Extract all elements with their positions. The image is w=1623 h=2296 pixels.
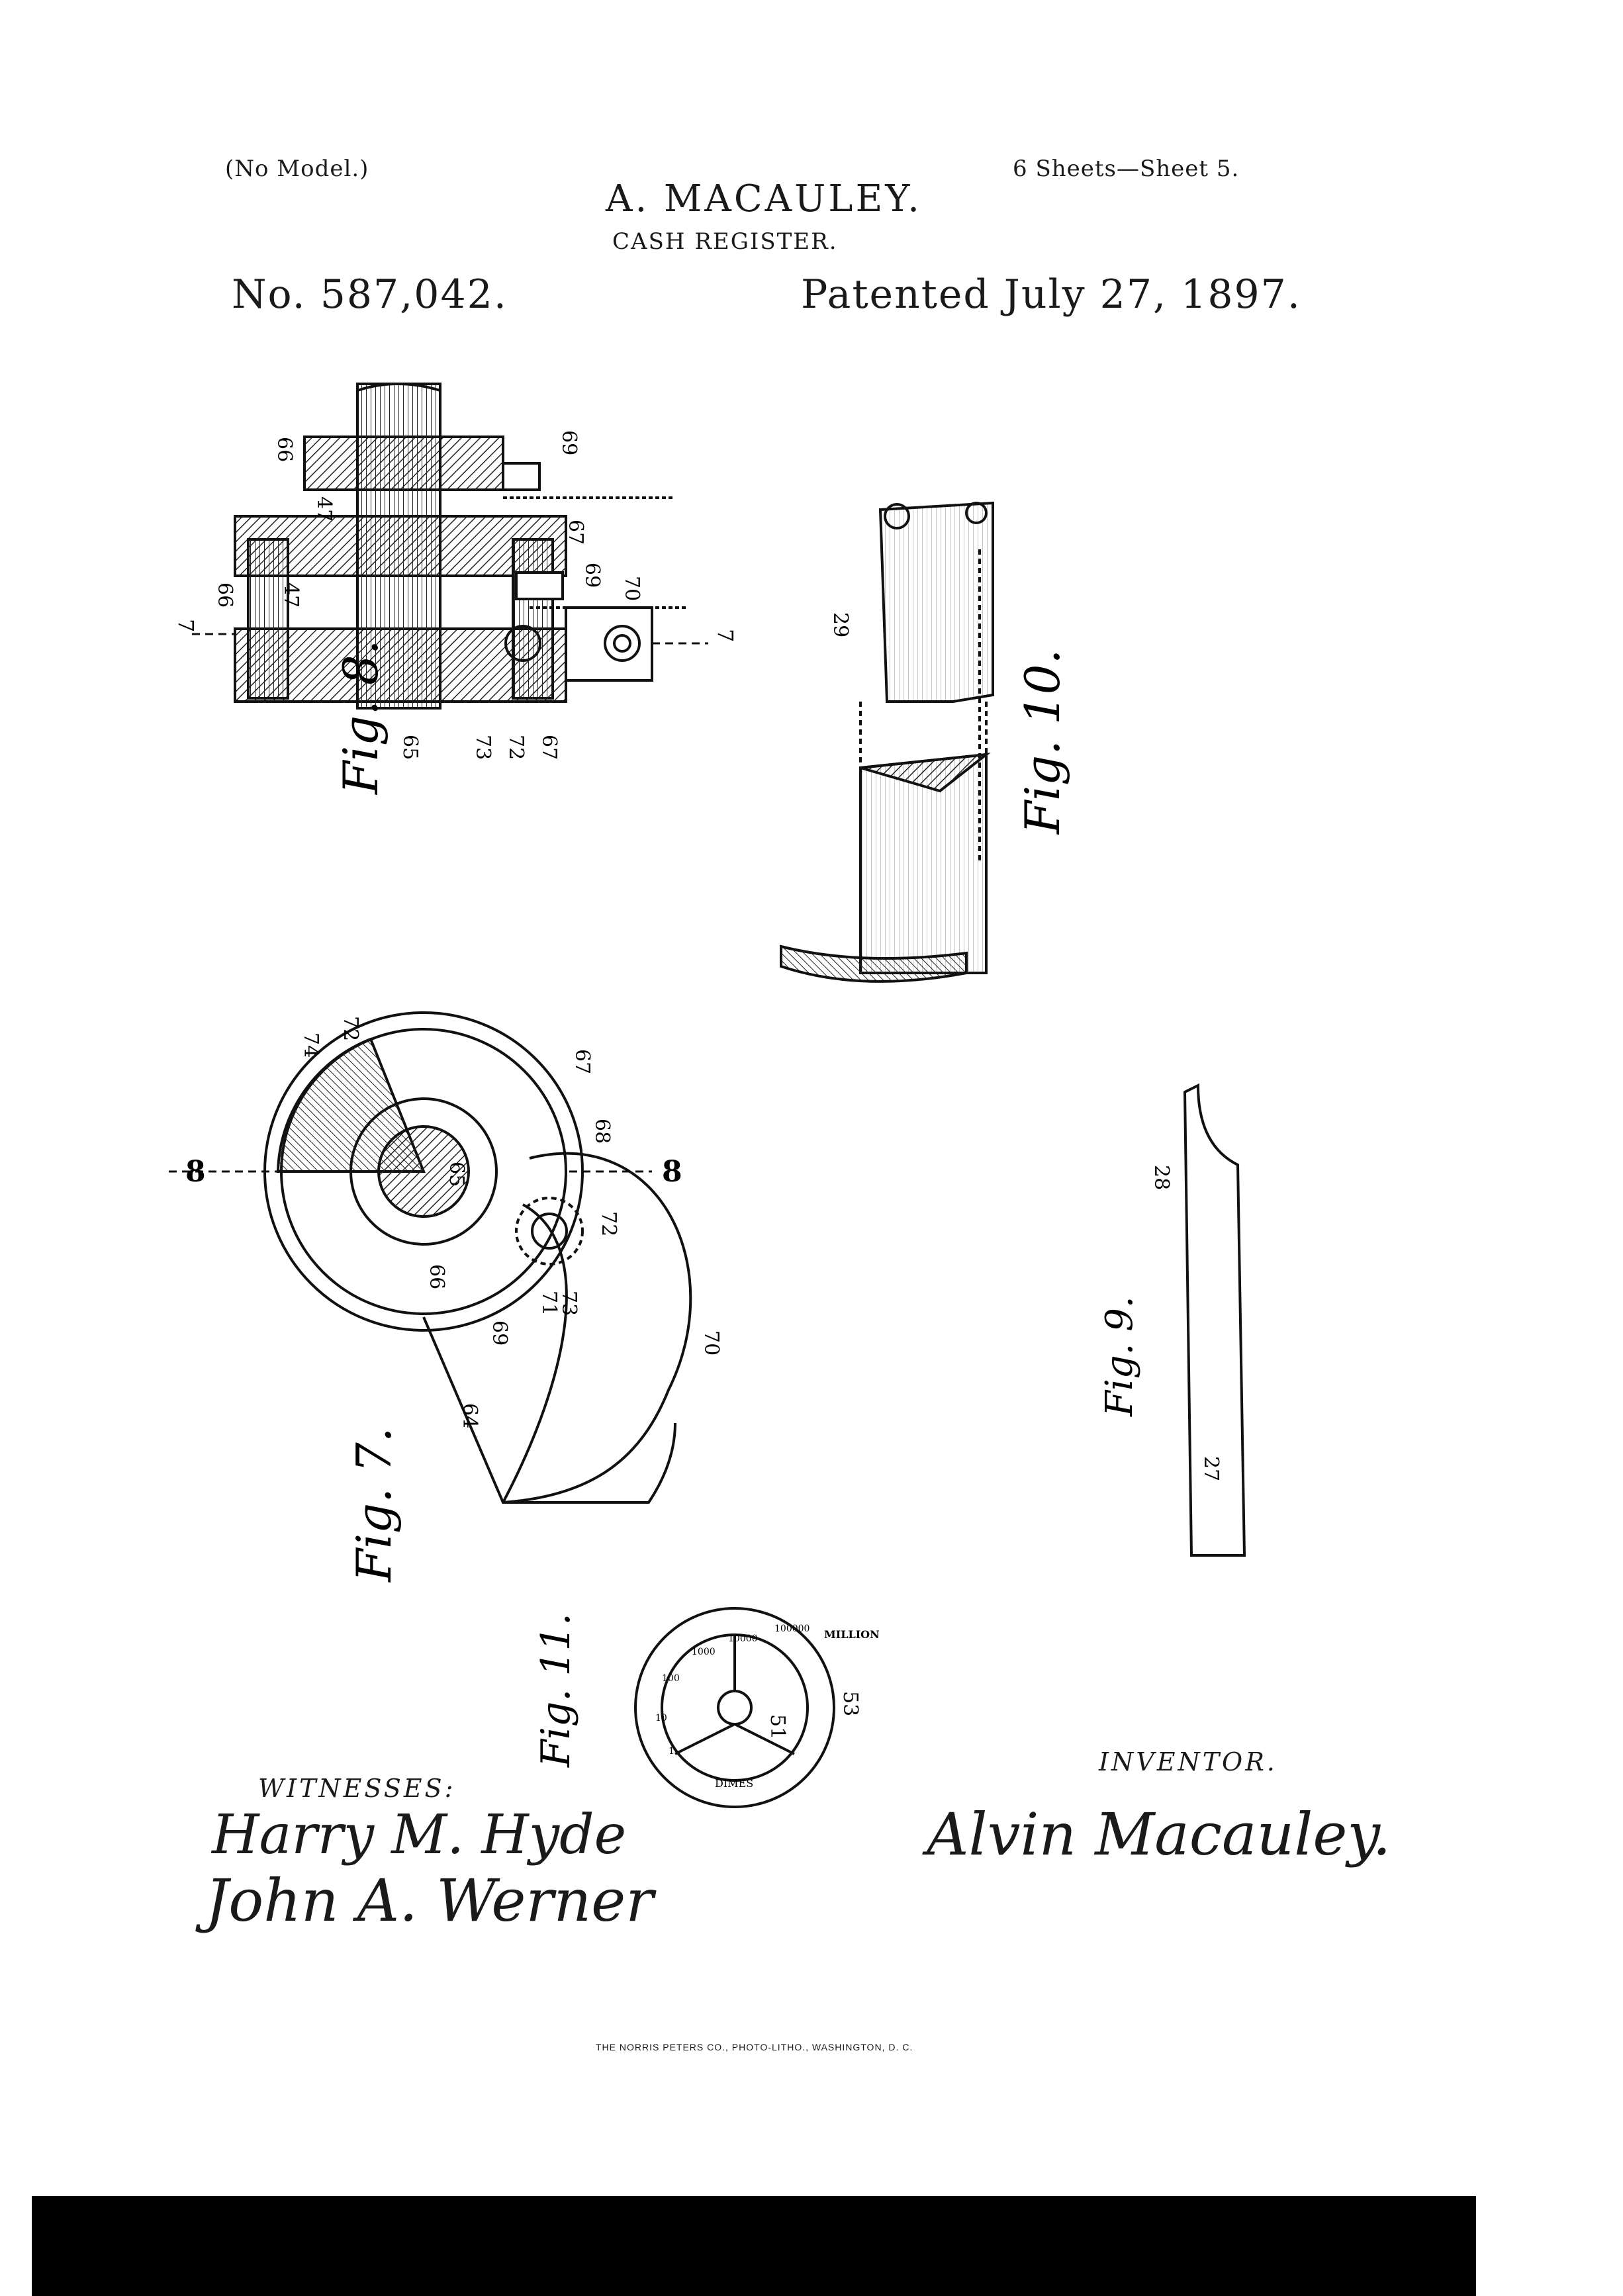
fig8-ref-69: 69 bbox=[557, 430, 580, 455]
fig8-ref-72: 72 bbox=[504, 735, 528, 760]
inventor-label: INVENTOR. bbox=[1099, 1747, 1277, 1776]
fig8-ref-7: 7 bbox=[173, 619, 199, 632]
patent-date: Patented July 27, 1897. bbox=[801, 271, 1301, 318]
fig7-ref-72: 72 bbox=[339, 1016, 362, 1041]
printer-credit: THE NORRIS PETERS CO., PHOTO-LITHO., WAS… bbox=[596, 2042, 913, 2052]
sheet-count: 6 Sheets—Sheet 5. bbox=[1013, 156, 1240, 182]
fig8-ref-7b: 7 bbox=[713, 629, 738, 642]
fig9-ref-28: 28 bbox=[1150, 1165, 1173, 1190]
figure-11 bbox=[634, 1607, 835, 1808]
fig7-ref-66: 66 bbox=[425, 1264, 448, 1289]
patent-number: No. 587,042. bbox=[232, 271, 508, 318]
fig11-dial-1: 1 bbox=[669, 1746, 674, 1757]
fig9-ref-27: 27 bbox=[1199, 1456, 1223, 1481]
figure-8 bbox=[192, 383, 708, 710]
fig8-label: Fig. 8. bbox=[333, 639, 389, 796]
witness-2-signature: John A. Werner bbox=[205, 1866, 654, 1935]
figure-10 bbox=[780, 501, 994, 983]
fig7-ref-71: 71 bbox=[537, 1291, 561, 1316]
fig7-ref-72b: 72 bbox=[597, 1211, 620, 1236]
fig11-dial-100000: 100000 bbox=[774, 1624, 810, 1634]
witness-1-signature: Harry M. Hyde bbox=[212, 1804, 627, 1866]
fig7-ref-8b: 8 bbox=[662, 1155, 682, 1189]
fig11-dial-dimes: DIMES bbox=[715, 1777, 753, 1790]
fig7-ref-68: 68 bbox=[590, 1119, 614, 1144]
fig11-dial-1000: 1000 bbox=[692, 1647, 716, 1657]
fig7-ref-64: 64 bbox=[458, 1403, 481, 1428]
fig8-ref-69b: 69 bbox=[580, 563, 604, 588]
fig8-ref-67b: 67 bbox=[537, 735, 561, 760]
inventor-heading: A. MACAULEY. bbox=[606, 177, 922, 220]
fig7-ref-74: 74 bbox=[299, 1033, 322, 1058]
fig11-ref-51: 51 bbox=[766, 1714, 789, 1739]
fig7-ref-65: 65 bbox=[445, 1162, 468, 1187]
inventor-signature: Alvin Macauley. bbox=[927, 1800, 1391, 1868]
figure-9 bbox=[1183, 1083, 1246, 1557]
fig11-ref-53: 53 bbox=[839, 1691, 862, 1716]
fig11-dial-million: MILLION bbox=[824, 1628, 880, 1641]
invention-title: CASH REGISTER. bbox=[612, 228, 838, 255]
fig8-ref-47b: 47 bbox=[279, 582, 302, 608]
fig8-ref-66b: 66 bbox=[213, 582, 236, 608]
fig8-ref-66: 66 bbox=[273, 437, 296, 462]
fig7-ref-73: 73 bbox=[557, 1291, 580, 1316]
fig7-ref-67: 67 bbox=[571, 1049, 594, 1074]
fig8-ref-65: 65 bbox=[398, 735, 422, 760]
fig7-ref-70: 70 bbox=[700, 1330, 723, 1355]
fig8-ref-73: 73 bbox=[471, 735, 494, 760]
fig7-ref-8: 8 bbox=[185, 1155, 206, 1189]
fig11-dial-10: 10 bbox=[655, 1713, 667, 1723]
witnesses-label: WITNESSES: bbox=[258, 1774, 456, 1803]
scan-border-bar bbox=[32, 2196, 1476, 2296]
fig8-ref-47: 47 bbox=[312, 496, 336, 522]
fig8-ref-67: 67 bbox=[564, 520, 587, 545]
fig7-label: Fig. 7. bbox=[346, 1427, 402, 1583]
fig11-dial-100: 100 bbox=[662, 1673, 680, 1684]
fig7-ref-69: 69 bbox=[488, 1320, 511, 1346]
fig8-ref-70: 70 bbox=[620, 576, 643, 601]
fig11-label: Fig. 11. bbox=[533, 1613, 579, 1768]
fig10-label: Fig. 10. bbox=[1015, 649, 1070, 835]
fig11-dial-10000: 10000 bbox=[728, 1633, 758, 1644]
fig10-ref-29: 29 bbox=[829, 612, 852, 637]
figure-7 bbox=[169, 1011, 692, 1504]
fig9-label: Fig. 9. bbox=[1098, 1296, 1141, 1417]
model-note: (No Model.) bbox=[225, 156, 369, 182]
